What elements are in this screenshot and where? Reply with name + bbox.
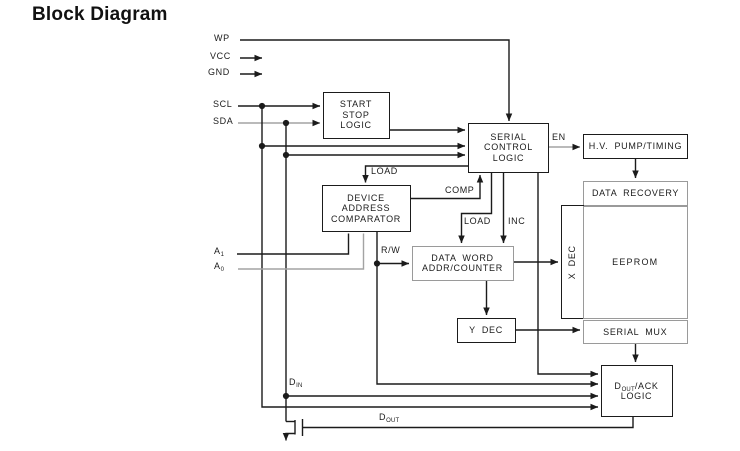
dout-ack-line2: LOGIC — [620, 391, 653, 401]
x-dec-label: X DEC — [566, 244, 577, 279]
block-y-dec: Y DEC — [456, 317, 516, 343]
wire-scl-rail-to-doutack — [261, 106, 599, 411]
block-data-word-addr-counter: DATA WORD ADDR/COUNTER — [411, 245, 514, 281]
junction-dot — [258, 142, 266, 150]
block-dout-ack-logic: DOUT/ACK LOGIC — [600, 365, 673, 417]
junction-dots — [258, 102, 381, 400]
pin-label-vcc: VCC — [210, 51, 231, 61]
wire-label-load-comparator: LOAD — [371, 166, 398, 176]
mosfet-output-transistor-icon — [282, 419, 304, 441]
pin-label-a1: A1 — [214, 246, 225, 259]
wire-label-comp: COMP — [445, 185, 475, 195]
wire-serial-to-doutack — [537, 172, 599, 378]
wire-label-en: EN — [552, 132, 566, 142]
wire-rw-rail-to-doutack — [376, 232, 599, 388]
page-title: Block Diagram — [32, 4, 168, 25]
junction-dot — [282, 151, 290, 159]
block-device-address-comparator: DEVICE ADDRESS COMPARATOR — [321, 185, 411, 232]
wire-label-load-counter: LOAD — [464, 216, 491, 226]
wire-comp — [410, 174, 484, 200]
wire-label-rw: R/W — [381, 245, 401, 255]
block-hv-pump-timing: H.V. PUMP/TIMING — [583, 134, 688, 159]
block-serial-control-logic: SERIAL CONTROL LOGIC — [468, 122, 549, 173]
junction-dot — [258, 102, 266, 110]
junction-dot — [282, 392, 290, 400]
wire-load-to-counter — [458, 172, 493, 244]
pin-label-scl: SCL — [213, 99, 233, 109]
block-start-stop-logic: START STOP LOGIC — [322, 91, 390, 139]
pin-label-a0: A0 — [214, 261, 225, 274]
pin-label-sda: SDA — [213, 116, 234, 126]
wire-load-to-comparator — [362, 165, 468, 183]
junction-dot — [282, 119, 290, 127]
block-eeprom: EEPROM — [583, 205, 688, 319]
dout-ack-line1: DOUT/ACK — [614, 380, 659, 393]
wires — [237, 39, 639, 429]
pin-label-wp: WP — [214, 33, 230, 43]
pin-label-gnd: GND — [208, 67, 230, 77]
block-x-dec: X DEC — [560, 205, 584, 319]
wire-dout — [303, 417, 634, 429]
block-data-recovery: DATA RECOVERY — [583, 181, 688, 206]
wire-wp — [240, 39, 513, 122]
wire-label-inc: INC — [508, 216, 526, 226]
block-serial-mux: SERIAL MUX — [583, 320, 688, 344]
wire-a1 — [237, 233, 350, 255]
signal-label-dout: DOUT — [379, 412, 400, 425]
signal-label-din: DIN — [289, 377, 303, 390]
junction-dot — [373, 260, 381, 267]
wire-a0 — [238, 233, 365, 270]
